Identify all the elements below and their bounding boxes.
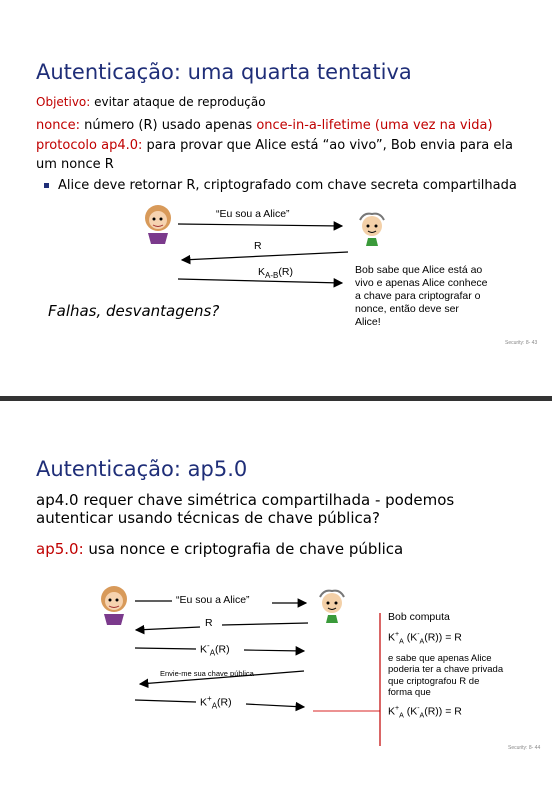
- msg-signed-nonce: K-A(R): [200, 641, 230, 658]
- goal-label: Objetivo:: [36, 95, 91, 109]
- msg-nonce: R: [205, 617, 213, 629]
- bob-note-line: nonce, então deve ser: [355, 303, 459, 315]
- bob-text-line: que criptografou R de: [388, 675, 480, 687]
- arrow-msg2-right: [221, 622, 309, 626]
- bob-note-line: vivo e apenas Alice conhece: [355, 277, 488, 289]
- slide-title: Autenticação: uma quarta tentativa: [36, 60, 412, 84]
- arrow-msg5-right: [245, 701, 306, 712]
- eq-sub: A: [399, 712, 404, 720]
- arrow-msg4: [138, 670, 305, 689]
- eq-tail: (R)) = R: [424, 705, 462, 718]
- bob-text-line: forma que: [388, 687, 431, 699]
- bob-title: Bob computa: [388, 611, 450, 623]
- goal-text: evitar ataque de reprodução: [90, 95, 266, 109]
- key-arg: (R): [215, 643, 230, 656]
- key-subscript: A: [209, 648, 216, 658]
- msg-i-am-alice: “Eu sou a Alice”: [216, 208, 290, 220]
- protocol-line: protocolo ap4.0: para provar que Alice e…: [36, 138, 513, 153]
- msg-public-key: K+A(R): [200, 694, 232, 711]
- nonce-highlight: once-in-a-lifetime (uma vez na vida): [256, 118, 493, 133]
- alice-icon: [145, 205, 171, 244]
- nonce-line: nonce: número (R) usado apenas once-in-a…: [36, 118, 493, 133]
- protocol-text-2: um nonce R: [36, 157, 114, 172]
- bob-text-line: poderia ter a chave privada: [388, 664, 504, 676]
- key-superscript: +: [207, 694, 212, 703]
- ap5-line: ap5.0: usa nonce e criptografia de chave…: [36, 540, 403, 558]
- key-symbol: K: [200, 643, 208, 656]
- bullet-marker: [44, 183, 49, 188]
- bob-icon: [319, 589, 345, 623]
- bob-note-line: Alice!: [355, 316, 381, 328]
- bullet-text: Alice deve retornar R, criptografado com…: [58, 178, 517, 193]
- bob-explanation: e sabe que apenas Alice poderia ter a ch…: [388, 653, 503, 699]
- eq-inner-key: (K: [406, 631, 418, 644]
- msg-send-public-key: Envie-me sua chave pública: [160, 669, 254, 678]
- eq-inner-key: (K: [406, 705, 418, 718]
- bullet-line: Alice deve retornar R, criptografado com…: [44, 178, 517, 193]
- slide-1: Autenticação: uma quarta tentativa Objet…: [36, 60, 538, 346]
- key-arg: (R): [217, 696, 232, 709]
- slide2-arrows: [134, 598, 381, 746]
- slide-divider: [0, 396, 552, 401]
- footer: Security: 8- 43: [505, 340, 538, 346]
- intro-line-1: ap4.0 requer chave simétrica compartilha…: [36, 491, 455, 509]
- eq-tail: (R)) = R: [424, 631, 462, 644]
- key-arg: (R): [278, 266, 293, 278]
- arrow-msg2-left: [134, 624, 201, 635]
- arrow-alice-to-bob-1: [177, 221, 344, 231]
- eq-key: K: [388, 705, 396, 718]
- eq-sup: -: [417, 631, 420, 638]
- key-subscript: A: [211, 701, 218, 711]
- eq-sub: A: [419, 712, 425, 720]
- ap5-text: usa nonce e criptografia de chave públic…: [83, 540, 404, 558]
- msg-nonce: R: [254, 240, 262, 252]
- key-superscript: -: [207, 641, 210, 650]
- alice-icon: [101, 586, 127, 625]
- nonce-text: número (R) usado apenas: [79, 118, 257, 133]
- eq-sup: -: [417, 704, 420, 712]
- goal-line: Objetivo: evitar ataque de reprodução: [36, 95, 266, 109]
- bob-note: Bob sabe que Alice está ao vivo e apenas…: [355, 264, 488, 329]
- eq-sub: A: [419, 638, 425, 646]
- key-subscript: A-B: [265, 271, 279, 281]
- bob-note-line: a chave para criptografar o: [355, 290, 481, 302]
- protocol-label: protocolo ap4.0:: [36, 138, 143, 153]
- arrow-msg5-left: [134, 699, 197, 703]
- bob-note-line: Bob sabe que Alice está ao: [355, 264, 483, 276]
- eq-sup: +: [395, 631, 400, 638]
- arrow-msg3-right: [243, 646, 306, 656]
- bob-text-line: e sabe que apenas Alice: [388, 652, 492, 664]
- arrow-bob-to-alice: [180, 251, 349, 265]
- footer: Security: 8- 44: [508, 745, 541, 751]
- slide-title: Autenticação: ap5.0: [36, 457, 248, 481]
- eq-key: K: [388, 631, 396, 644]
- bob-icon: [359, 212, 385, 246]
- arrow-alice-to-bob-2: [177, 277, 344, 288]
- intro-line-2: autenticar usando técnicas de chave públ…: [36, 509, 380, 527]
- msg-i-am-alice: “Eu sou a Alice”: [176, 594, 250, 606]
- key-symbol: K: [200, 696, 208, 709]
- key-symbol: K: [258, 266, 266, 278]
- slide-2: Autenticação: ap5.0 ap4.0 requer chave s…: [0, 401, 552, 787]
- slide1-arrows: [177, 221, 349, 288]
- equation-1: K+A (K-A(R)) = R: [388, 628, 503, 649]
- ap5-label: ap5.0:: [36, 540, 84, 558]
- arrow-msg3-left: [134, 647, 197, 650]
- msg-encrypted-nonce: KA-B(R): [258, 266, 293, 280]
- equation-2: K+A (K-A(R)) = R: [388, 702, 503, 723]
- eq-sub: A: [399, 638, 404, 646]
- question: Falhas, desvantagens?: [48, 302, 220, 320]
- eq-sup: +: [395, 704, 400, 712]
- protocol-text-1: para provar que Alice está “ao vivo”, Bo…: [142, 138, 513, 153]
- bob-computes-note: Bob computa K+A (K-A(R)) = R e sabe que …: [388, 611, 503, 722]
- nonce-label: nonce:: [36, 118, 80, 133]
